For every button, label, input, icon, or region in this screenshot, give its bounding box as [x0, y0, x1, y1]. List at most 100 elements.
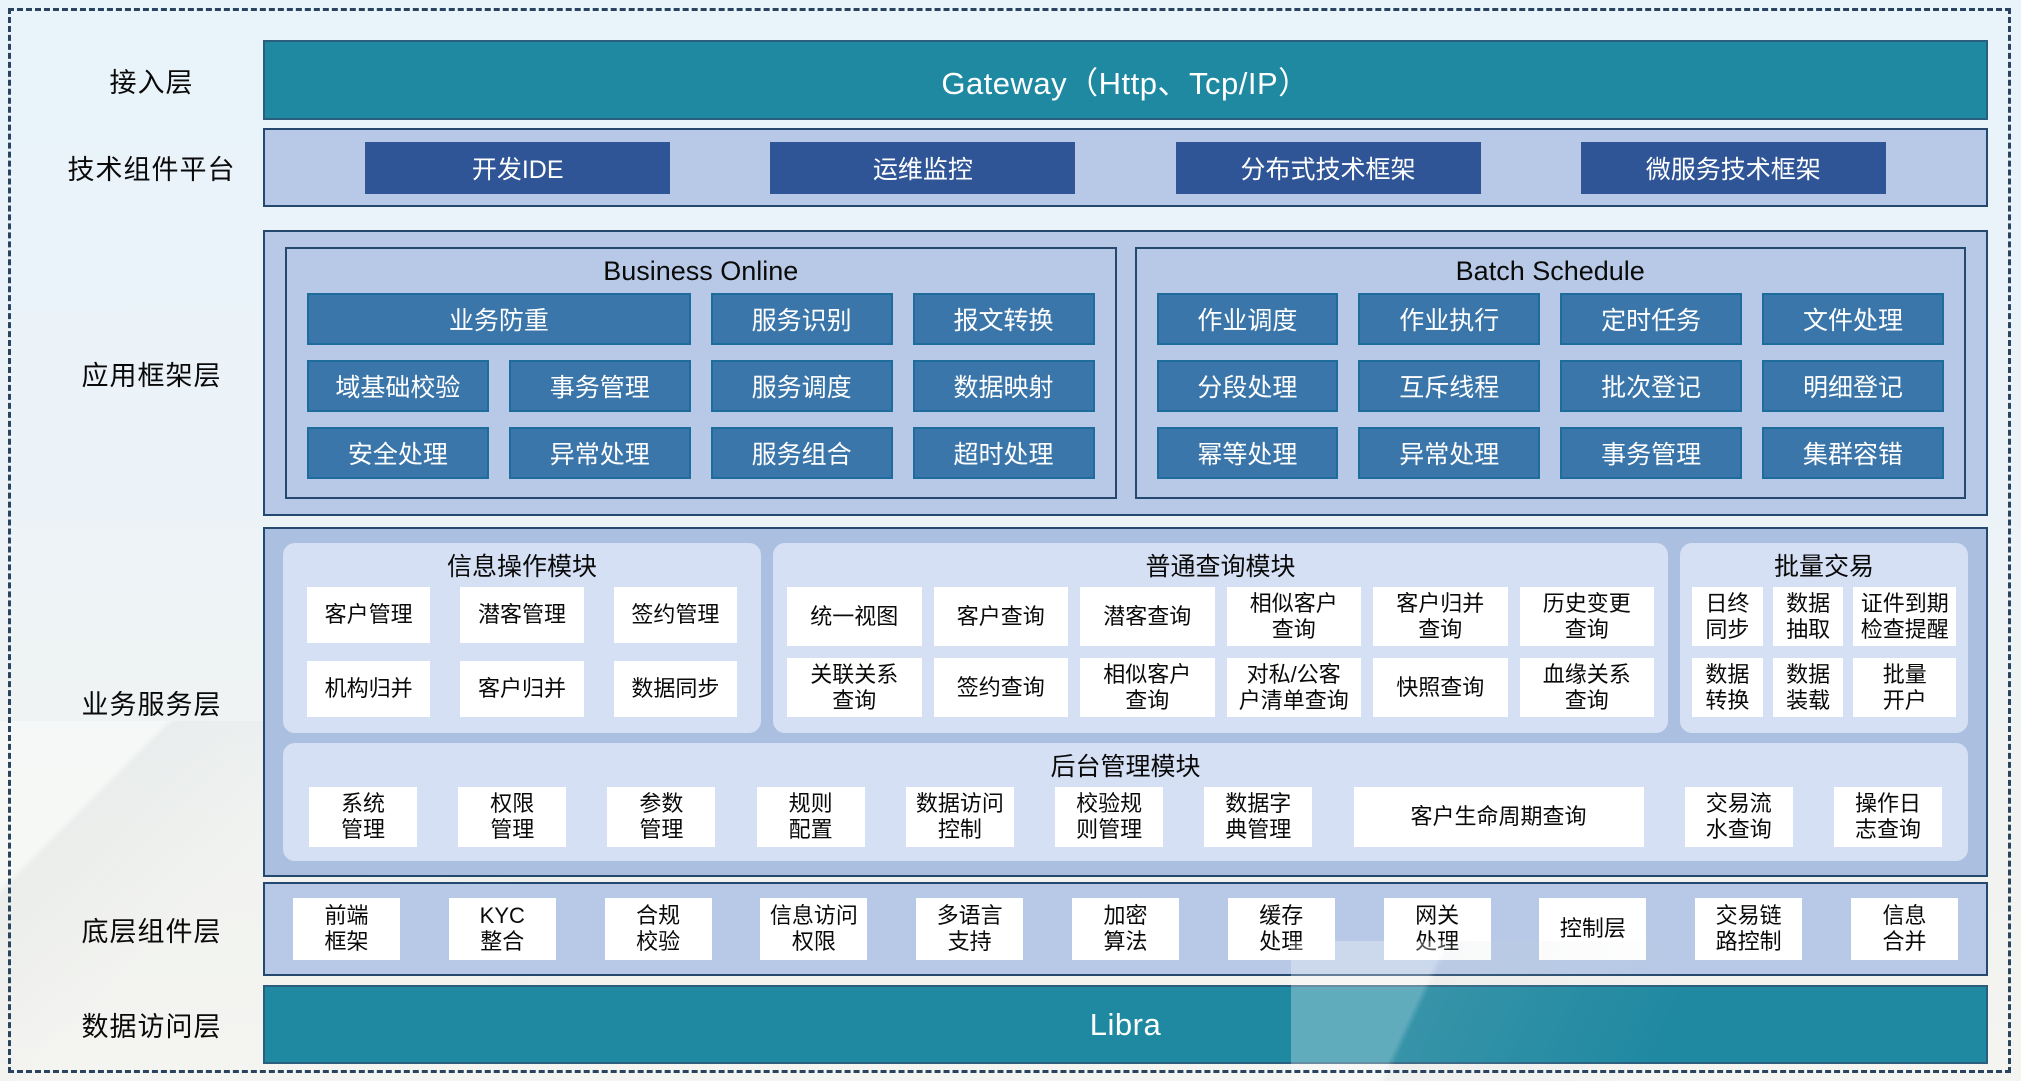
app-framework-row: 应用框架层 Business Online 业务防重 服务识别 报文转换 域基础… — [0, 230, 2021, 516]
framework-chip: 域基础校验 — [307, 360, 489, 412]
gateway-banner: Gateway（Http、Tcp/IP） — [263, 40, 1988, 120]
grid-cell: 交易流 水查询 — [1684, 787, 1793, 847]
batch-schedule-grid: 作业调度 作业执行 定时任务 文件处理 分段处理 互斥线程 批次登记 明细登记 … — [1156, 293, 1944, 479]
layer-label-tech-platform: 技术组件平台 — [67, 155, 236, 185]
framework-chip: 异常处理 — [508, 427, 691, 479]
framework-chip: 报文转换 — [912, 293, 1095, 345]
grid-cell: 快照查询 — [1373, 658, 1508, 717]
grid-cell: 信息 合并 — [1850, 898, 1958, 960]
grid-cell: 操作日 志查询 — [1833, 787, 1942, 847]
base-components-row: 底层组件层 前端 框架 KYC 整合 合规 校验 信息访问 权限 多语言 支持 … — [0, 882, 2021, 976]
layer-label-access: 接入层 — [109, 67, 194, 98]
grid-cell: 校验规 则管理 — [1055, 787, 1164, 847]
framework-chip: 集群容错 — [1762, 427, 1944, 479]
framework-chip: 定时任务 — [1560, 293, 1743, 345]
grid-cell: 网关 处理 — [1383, 898, 1491, 960]
grid-cell: 系统 管理 — [309, 787, 417, 847]
grid-cell: 数据 装载 — [1772, 658, 1844, 717]
grid-cell: 对私/公客 户清单查询 — [1226, 658, 1361, 717]
grid-cell: 缓存 处理 — [1227, 898, 1335, 960]
grid-cell: 多语言 支持 — [916, 898, 1024, 960]
framework-chip: 服务组合 — [710, 427, 893, 479]
general-query-card: 普通查询模块 统一视图 客户查询 潜客查询 相似客户 查询 客户归并 查询 历史… — [773, 543, 1668, 733]
framework-chip: 互斥线程 — [1358, 360, 1541, 412]
business-service-container: 信息操作模块 客户管理 潜客管理 签约管理 机构归并 客户归并 数据同步 普通查… — [263, 527, 1988, 877]
admin-management-row: 系统 管理 权限 管理 参数 管理 规则 配置 数据访问 控制 校验规 则管理 … — [309, 787, 1942, 847]
grid-cell: 签约查询 — [933, 658, 1068, 717]
business-online-grid: 业务防重 服务识别 报文转换 域基础校验 事务管理 服务调度 数据映射 安全处理… — [307, 293, 1095, 479]
framework-chip: 文件处理 — [1762, 293, 1944, 345]
business-service-row: 业务服务层 信息操作模块 客户管理 潜客管理 签约管理 机构归并 客户归并 数据… — [0, 527, 2021, 877]
grid-cell: 客户查询 — [933, 587, 1068, 646]
batch-transaction-title: 批量交易 — [1773, 553, 1874, 581]
grid-cell: 规则 配置 — [756, 787, 865, 847]
gateway-banner-text: Gateway（Http、Tcp/IP） — [941, 65, 1310, 101]
layer-label-app-framework: 应用框架层 — [81, 360, 222, 391]
business-online-title: Business Online — [603, 255, 799, 286]
grid-cell: 合规 校验 — [604, 898, 712, 960]
grid-cell: 权限 管理 — [458, 787, 567, 847]
admin-management-title: 后台管理模块 — [1050, 753, 1201, 781]
grid-cell: 相似客户 查询 — [1080, 658, 1215, 717]
grid-cell: 证件到期 检查提醒 — [1853, 587, 1956, 646]
grid-cell: 潜客管理 — [460, 587, 584, 643]
batch-transaction-grid: 日终 同步 数据 抽取 证件到期 检查提醒 数据 转换 数据 装载 批量 开户 — [1692, 587, 1956, 717]
grid-cell: KYC 整合 — [448, 898, 556, 960]
grid-cell: 数据访问 控制 — [905, 787, 1014, 847]
grid-cell: 客户归并 — [460, 661, 584, 717]
framework-chip: 明细登记 — [1762, 360, 1944, 412]
grid-cell: 加密 算法 — [1071, 898, 1179, 960]
framework-chip: 作业调度 — [1156, 293, 1339, 345]
general-query-title: 普通查询模块 — [1145, 553, 1296, 581]
grid-cell: 交易链 路控制 — [1695, 898, 1803, 960]
framework-chip: 异常处理 — [1358, 427, 1541, 479]
framework-chip: 分段处理 — [1156, 360, 1339, 412]
business-online-box: Business Online 业务防重 服务识别 报文转换 域基础校验 事务管… — [285, 247, 1117, 499]
grid-cell: 统一视图 — [787, 587, 922, 646]
framework-chip: 服务调度 — [710, 360, 893, 412]
general-query-grid: 统一视图 客户查询 潜客查询 相似客户 查询 客户归并 查询 历史变更 查询 关… — [787, 587, 1654, 717]
batch-schedule-title: Batch Schedule — [1455, 255, 1645, 286]
data-access-row: 数据访问层 Libra — [0, 985, 2021, 1064]
tech-chip-distributed-framework: 分布式技术框架 — [1175, 141, 1481, 194]
framework-chip: 安全处理 — [307, 427, 489, 479]
grid-cell: 历史变更 查询 — [1519, 587, 1654, 646]
libra-banner-text: Libra — [1089, 1006, 1162, 1042]
info-operations-grid: 客户管理 潜客管理 签约管理 机构归并 客户归并 数据同步 — [307, 587, 737, 717]
framework-chip: 超时处理 — [912, 427, 1095, 479]
admin-management-card: 后台管理模块 系统 管理 权限 管理 参数 管理 规则 配置 数据访问 控制 校… — [283, 743, 1968, 861]
framework-chip: 服务识别 — [710, 293, 893, 345]
tech-platform-bar: 开发IDE 运维监控 分布式技术框架 微服务技术框架 — [263, 128, 1988, 207]
framework-chip: 数据映射 — [912, 360, 1095, 412]
layer-label-base-components: 底层组件层 — [81, 916, 222, 947]
service-top-cards: 信息操作模块 客户管理 潜客管理 签约管理 机构归并 客户归并 数据同步 普通查… — [283, 543, 1968, 733]
grid-cell: 数据同步 — [613, 661, 737, 717]
grid-cell: 相似客户 查询 — [1226, 587, 1361, 646]
grid-cell: 机构归并 — [307, 661, 431, 717]
layer-label-data-access: 数据访问层 — [81, 1012, 222, 1042]
framework-chip: 事务管理 — [1560, 427, 1743, 479]
tech-chip-ops-monitor: 运维监控 — [770, 141, 1076, 194]
batch-schedule-box: Batch Schedule 作业调度 作业执行 定时任务 文件处理 分段处理 … — [1134, 247, 1966, 499]
batch-transaction-card: 批量交易 日终 同步 数据 抽取 证件到期 检查提醒 数据 转换 数据 装载 批… — [1680, 543, 1968, 733]
layer-label-business-service: 业务服务层 — [81, 689, 222, 720]
grid-cell: 参数 管理 — [607, 787, 716, 847]
grid-cell: 签约管理 — [613, 587, 737, 643]
app-framework-container: Business Online 业务防重 服务识别 报文转换 域基础校验 事务管… — [263, 230, 1988, 516]
grid-cell: 数据 抽取 — [1772, 587, 1844, 646]
grid-cell: 数据 转换 — [1692, 658, 1763, 717]
tech-chip-microservice-framework: 微服务技术框架 — [1580, 141, 1886, 194]
grid-cell: 数据字 典管理 — [1204, 787, 1313, 847]
tech-platform-row: 技术组件平台 开发IDE 运维监控 分布式技术框架 微服务技术框架 — [0, 128, 2021, 207]
framework-chip: 作业执行 — [1358, 293, 1541, 345]
grid-cell: 关联关系 查询 — [787, 658, 922, 717]
grid-cell: 潜客查询 — [1080, 587, 1215, 646]
grid-cell: 日终 同步 — [1692, 587, 1763, 646]
info-operations-title: 信息操作模块 — [446, 553, 597, 581]
grid-cell: 信息访问 权限 — [760, 898, 868, 960]
base-components-bar: 前端 框架 KYC 整合 合规 校验 信息访问 权限 多语言 支持 加密 算法 … — [263, 882, 1988, 976]
access-layer-row: 接入层 Gateway（Http、Tcp/IP） — [0, 40, 2021, 120]
grid-cell: 客户归并 查询 — [1373, 587, 1508, 646]
grid-cell: 前端 框架 — [293, 898, 400, 960]
